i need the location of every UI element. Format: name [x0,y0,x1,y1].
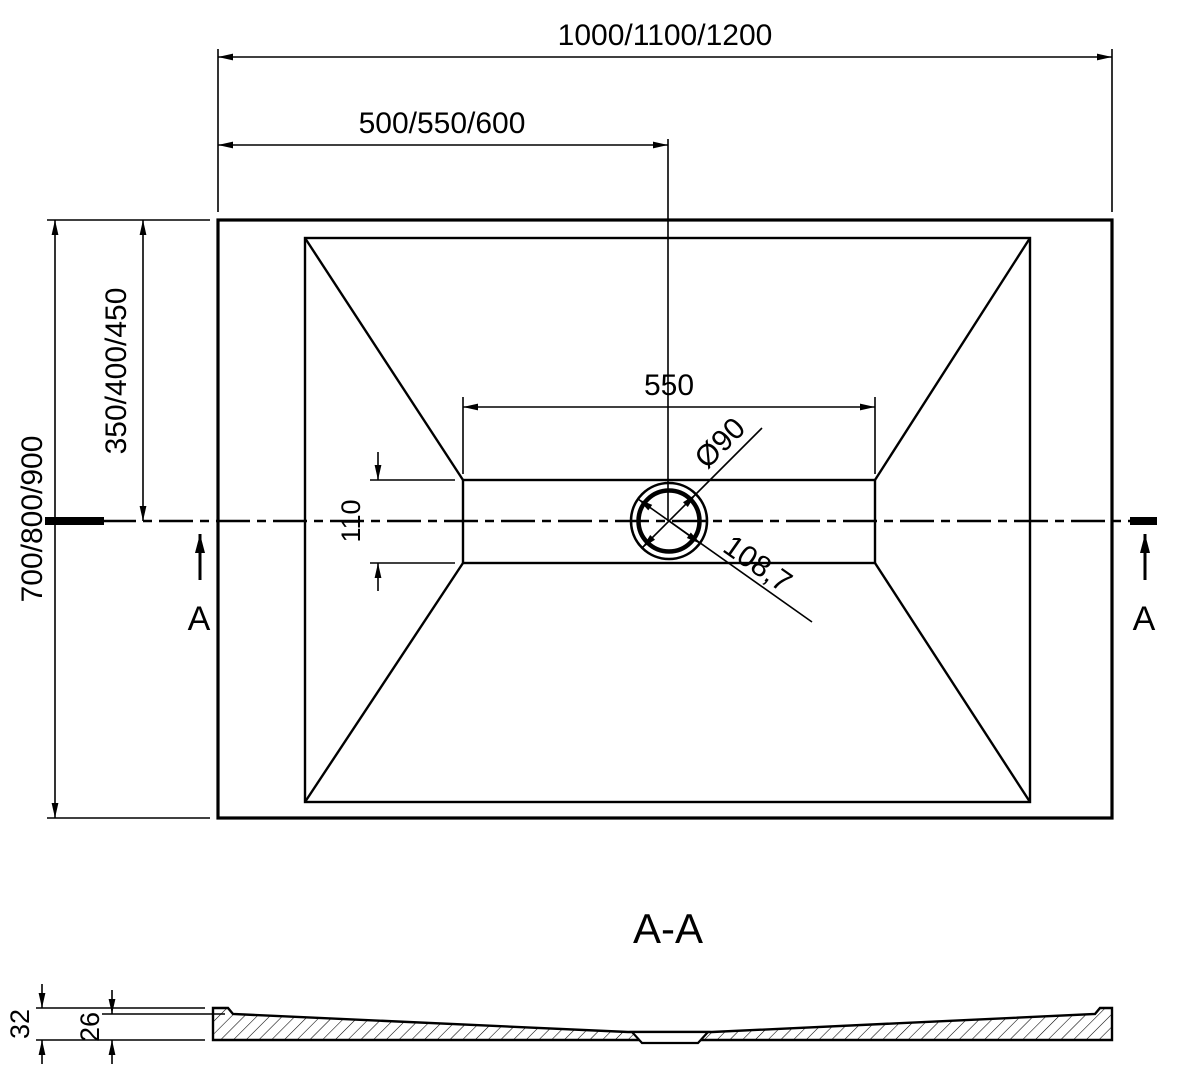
dim-edge-thickness-label: 32 [5,1009,35,1039]
top-view: 1000/1100/1200 500/550/600 700/800/900 3… [16,19,1157,820]
dim-drain-diagonal-label: 108,7 [717,529,797,599]
basin-slope-edge-tr [873,237,1032,481]
dim-center-depth: 350/400/450 [100,220,147,521]
dim-center-width: 500/550/600 [218,107,669,521]
dim-surface-thickness-label: 26 [75,1012,105,1042]
drain-outer-circle [629,481,709,561]
dim-drain-diameter-label: Ø90 [689,412,752,475]
dim-basin-width-label: 550 [644,369,694,402]
dim-edge-thickness: 32 [5,984,205,1064]
dim-basin-depth-label: 110 [336,499,366,542]
section-marker-left-label: A [188,600,211,638]
section-view: A-A 32 26 [5,905,1114,1064]
basin-slope-edge-tl [303,237,465,481]
drain-inner-circle [636,488,702,554]
basin-slope-edge-br [873,562,1032,803]
section-marker-right-label: A [1133,600,1156,638]
dim-basin-depth: 110 [336,452,455,591]
dim-basin-width: 550 [462,369,876,474]
dim-overall-width-label: 1000/1100/1200 [558,19,773,52]
dim-center-width-label: 500/550/600 [359,107,526,140]
dim-overall-width: 1000/1100/1200 [217,19,1113,212]
dim-surface-thickness: 26 [75,990,225,1064]
section-drain-sump [629,1030,711,1045]
dim-overall-depth: 700/800/900 [16,219,210,819]
basin-floor-outline [461,478,877,565]
dim-drain-diagonal: 108,7 [637,498,813,623]
tray-outer-outline [216,218,1114,820]
section-profile [211,1006,1114,1042]
section-marker-left: A [188,534,211,638]
dim-center-depth-label: 350/400/450 [100,288,133,455]
dim-overall-depth-label: 700/800/900 [16,436,49,603]
section-marker-right: A [1133,534,1156,638]
section-title: A-A [633,905,703,952]
basin-slope-edge-bl [303,562,465,803]
